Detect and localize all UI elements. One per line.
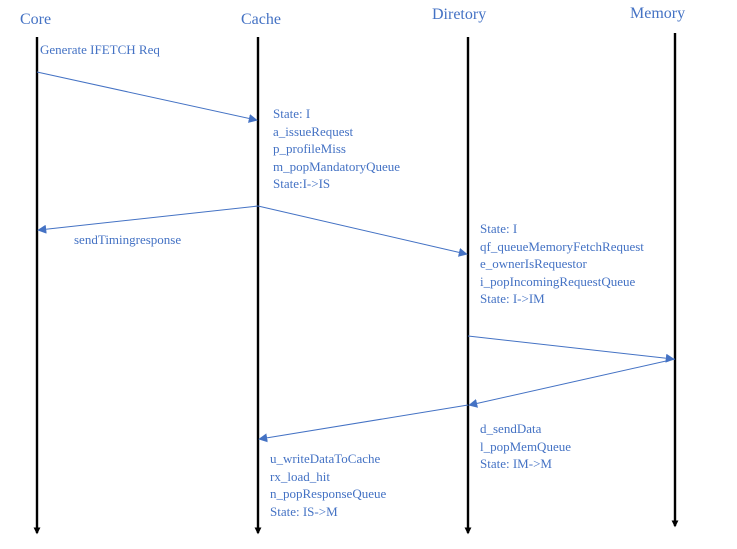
lifeline-label-memory: Memory — [630, 5, 686, 22]
note-line: u_writeDataToCache — [270, 451, 381, 466]
note-cache-fill: u_writeDataToCache rx_load_hit n_popResp… — [270, 450, 386, 520]
note-line: State: I->IM — [480, 291, 545, 307]
message-directory-to-memory — [467, 335, 675, 363]
note-line: l_popMemQueue — [480, 438, 571, 454]
message-directory-to-cache — [258, 404, 469, 443]
note-directory-response: d_sendData l_popMemQueue State: IM->M — [480, 420, 571, 473]
message-label-timing-response: sendTimingresponse — [74, 232, 182, 247]
note-line: rx_load_hit — [270, 468, 330, 484]
note-line: State: IS->M — [270, 503, 338, 519]
note-directory-request: State: I qf_queueMemoryFetchRequest e_ow… — [480, 220, 644, 308]
note-line: qf_queueMemoryFetchRequest — [480, 238, 644, 254]
note-line: n_popResponseQueue — [270, 486, 387, 502]
message-memory-to-directory — [468, 358, 676, 408]
note-line: e_ownerIsRequestor — [480, 256, 587, 272]
note-line: State: IM->M — [480, 456, 552, 472]
note-line: State:I->IS — [273, 176, 331, 192]
message-core-to-cache — [36, 71, 258, 123]
note-line: m_popMandatoryQueue — [273, 158, 401, 174]
note-line: a_issueRequest — [273, 123, 354, 139]
lifeline-label-core: Core — [20, 11, 52, 28]
note-line: State: I — [480, 221, 518, 236]
note-line: i_popIncomingRequestQueue — [480, 273, 636, 289]
lifeline-label-cache: Cache — [241, 11, 281, 28]
note-line: d_sendData — [480, 421, 542, 436]
note-line: p_profileMiss — [273, 141, 346, 157]
note-cache-miss: State: I a_issueRequest p_profileMiss m_… — [273, 105, 400, 193]
message-cache-to-directory — [257, 205, 468, 257]
message-label-ifetch: Generate IFETCH Req — [40, 42, 160, 57]
note-line: State: I — [273, 106, 311, 121]
lifeline-label-directory: Diretory — [432, 6, 487, 23]
message-cache-to-core — [37, 205, 259, 234]
